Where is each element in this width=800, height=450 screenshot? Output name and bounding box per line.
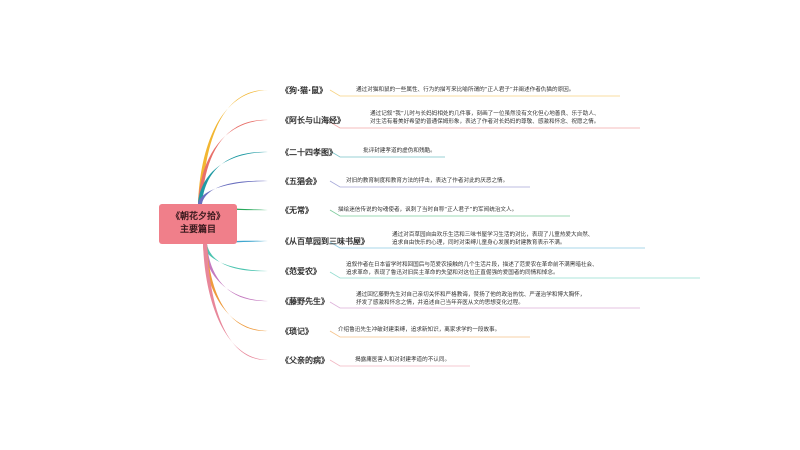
branch-description: 追叙作者在日本留学时和回国后与范爱农接触的几个生活片段，描述了范爱农在革命前不满… xyxy=(346,262,598,276)
root-title: 《朝花夕拾》 xyxy=(170,212,225,222)
description-underline xyxy=(329,301,640,309)
branch-description: 介绍鲁迅先生冲破封建束缚，追求新知识，离家求学的一段故事。 xyxy=(338,327,501,333)
branch-title[interactable]: 《狗·猫·鼠》 xyxy=(281,86,328,95)
description-underline xyxy=(329,241,645,249)
branch-connector xyxy=(198,89,268,204)
branch-title[interactable]: 《琐记》 xyxy=(281,327,313,336)
root-node[interactable]: 《朝花夕拾》 主要篇目 xyxy=(159,204,237,244)
branch-connector xyxy=(203,244,268,272)
branch-description: 通过对百草园自由欢乐生活和三味书屋学习生活的对比，表现了儿童热爱大自然、追求自由… xyxy=(392,232,594,246)
branch-connector xyxy=(198,119,268,204)
branch-description: 通过记叙“我”儿时与长妈妈相处的几件事，刻画了一位虽然没有文化但心地善良、乐于助… xyxy=(370,111,600,125)
description-underline xyxy=(329,359,470,367)
branch-description: 通过回忆藤野先生对自己亲切关怀和严格教诲，赞扬了他的政治热忱、严谨治学和博大胸怀… xyxy=(356,292,586,306)
branch-connector xyxy=(203,244,268,302)
branch-title[interactable]: 《父亲的病》 xyxy=(281,356,329,365)
branch-description: 揭露庸医害人和对封建孝道的不认同。 xyxy=(355,357,451,363)
description-underline xyxy=(329,180,530,188)
description-underline xyxy=(329,330,530,338)
branch-description: 对旧的教育制度和教育方法的抨击，表达了作者对此的厌恶之情。 xyxy=(346,178,509,184)
root-subtitle: 主要篇目 xyxy=(179,225,216,235)
branch-description: 描绘迷信传说的勾魂使者，讽刺了当时自称“正人君子”的军阀统治文人。 xyxy=(338,207,518,213)
branch-description: 批评封建孝道的虚伪和残酷。 xyxy=(363,148,436,154)
branch-title[interactable]: 《从百草园到三味书屋》 xyxy=(281,237,369,246)
branch-title[interactable]: 《五猖会》 xyxy=(281,177,321,186)
branch-description: 通过对猫和鼠的一些属性、行为的描写来比喻所谓的“正人君子”并阐述作者仇猫的原因。 xyxy=(356,87,575,93)
branch-title[interactable]: 《藤野先生》 xyxy=(281,297,329,306)
branch-connector xyxy=(203,240,268,244)
description-underline xyxy=(329,150,445,158)
branch-title[interactable]: 《无常》 xyxy=(281,206,313,215)
branch-connector xyxy=(203,244,268,361)
branch-title[interactable]: 《范爱农》 xyxy=(281,267,321,276)
description-underline xyxy=(329,271,700,279)
description-underline xyxy=(329,121,640,129)
branch-title[interactable]: 《二十四孝图》 xyxy=(281,148,337,157)
description-underline xyxy=(329,209,570,217)
description-underline xyxy=(329,89,620,97)
branch-connector xyxy=(198,180,268,204)
branch-title[interactable]: 《阿长与山海经》 xyxy=(281,116,345,125)
